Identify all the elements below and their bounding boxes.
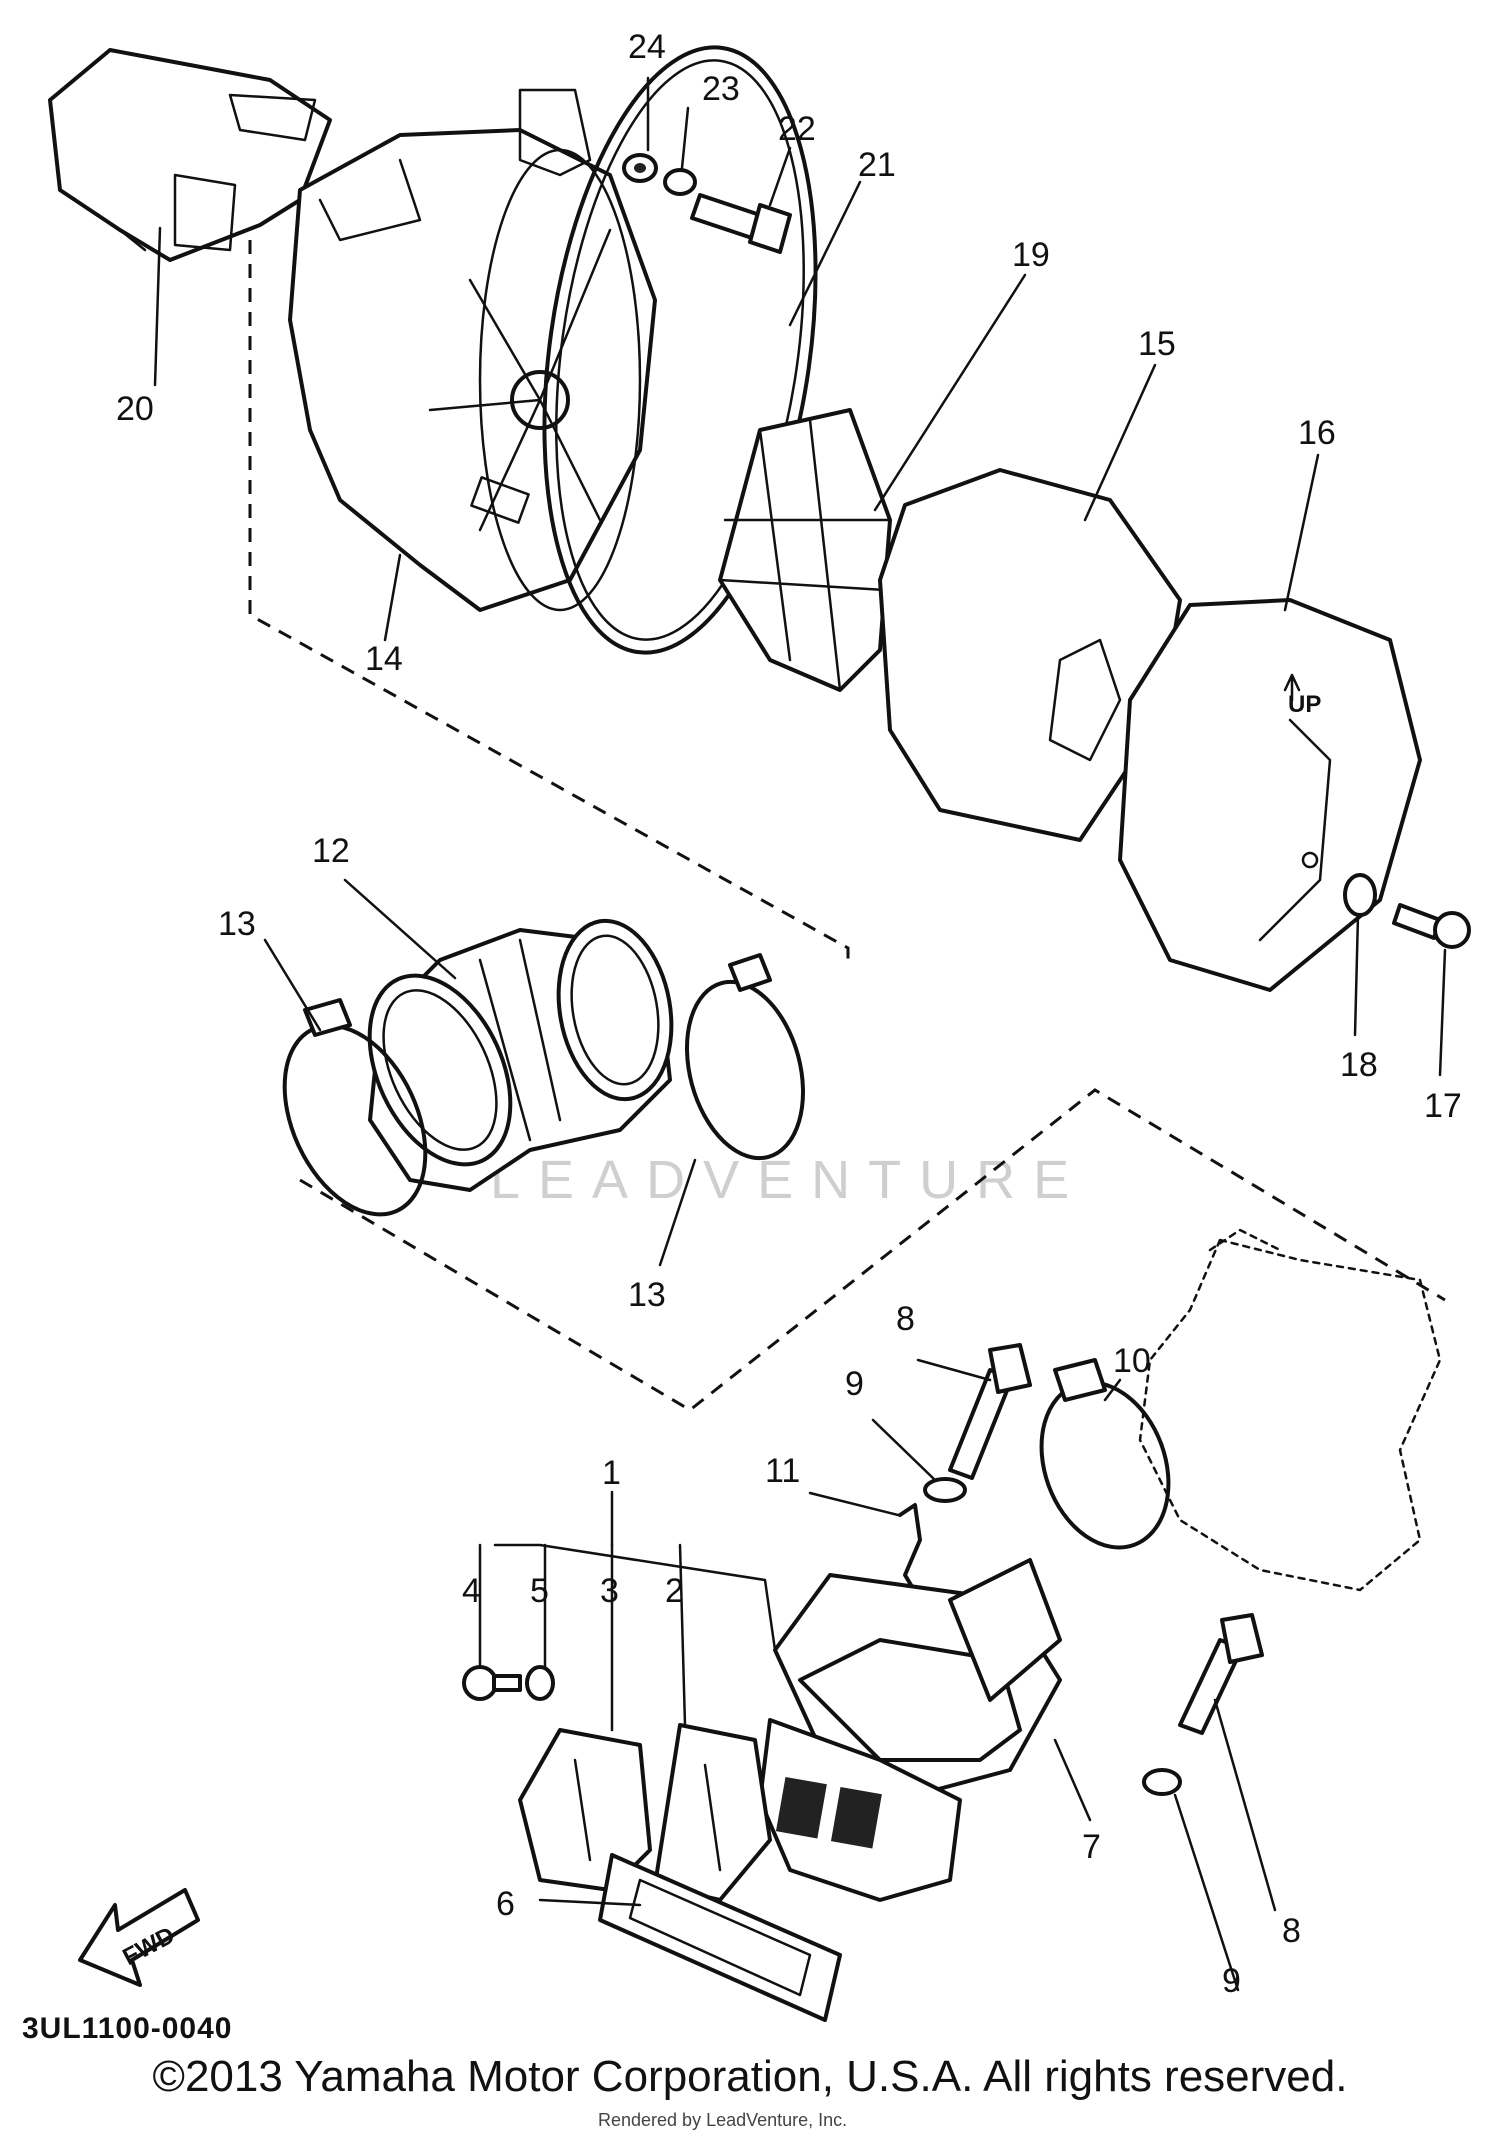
part-4-screw [462, 1665, 522, 1701]
part-2-reed-stopper [653, 1723, 772, 1902]
watermark-text: LEADVENTURE [490, 1150, 1087, 1210]
part-9-washer-upper [923, 1477, 967, 1503]
part-21-gasket-ring [542, 45, 818, 655]
callout-9-lower: 9 [1222, 1962, 1241, 2000]
callout-17: 17 [1424, 1087, 1462, 1125]
callout-6: 6 [496, 1885, 515, 1923]
part-16-air-box-cover: UP [1118, 598, 1422, 992]
guide-frame-middle [299, 1088, 1446, 1412]
callout-19: 19 [1012, 236, 1050, 274]
callout-labels: 24 23 22 21 19 15 16 20 14 12 13 13 18 1… [116, 28, 1462, 2000]
leader-lines [153, 76, 1447, 1992]
part-24-washer [622, 153, 658, 183]
callout-8-upper: 8 [896, 1300, 915, 1338]
callout-2: 2 [665, 1572, 684, 1610]
callout-12: 12 [312, 832, 350, 870]
part-18-washer [1343, 873, 1377, 917]
part-20-intake-duct [48, 48, 332, 262]
engine-outline [1138, 1238, 1442, 1592]
callout-11: 11 [765, 1452, 800, 1490]
callout-1: 1 [602, 1454, 621, 1492]
callout-23: 23 [702, 70, 740, 108]
copyright-notice: ©2013 Yamaha Motor Corporation, U.S.A. A… [152, 2052, 1348, 2101]
part-7-reed-valve-assembly [758, 1558, 1062, 1902]
callout-13-right: 13 [628, 1276, 666, 1314]
callout-16: 16 [1298, 414, 1336, 452]
callout-8-lower: 8 [1282, 1912, 1301, 1950]
guide-frame-upper [248, 240, 850, 965]
part-8-bolt-lower [1178, 1613, 1264, 1735]
part-21-gasket-inner [555, 59, 805, 641]
part-19-element-cage [718, 408, 892, 692]
callout-4: 4 [462, 1572, 481, 1610]
part-9-washer-lower [1142, 1768, 1182, 1796]
part-17-screw [1392, 903, 1471, 949]
fwd-direction-arrow: FWD [78, 1888, 200, 1987]
engine-outline-top [1208, 1228, 1282, 1252]
callout-3: 3 [600, 1572, 619, 1610]
part-14-air-box [288, 88, 657, 612]
callout-9-upper: 9 [845, 1365, 864, 1403]
callout-20: 20 [116, 390, 154, 428]
part-15-air-filter-element [878, 468, 1182, 842]
callout-5: 5 [530, 1572, 549, 1610]
cover-up-marking: UP [1288, 691, 1321, 718]
part-10-clamp [1039, 1358, 1171, 1550]
part-11-clip [898, 1503, 922, 1602]
diagram-code: 3UL1100-0040 [22, 2012, 233, 2045]
rendered-by-text: Rendered by LeadVenture, Inc. [598, 2110, 847, 2130]
part-5-washer [525, 1665, 555, 1701]
part-12-intake-joint [367, 918, 674, 1192]
part-23-washer [663, 168, 697, 196]
callout-15: 15 [1138, 325, 1176, 363]
callout-22: 22 [778, 110, 816, 148]
callout-7: 7 [1082, 1828, 1101, 1866]
part-22-bolt [690, 193, 792, 254]
part-13-clamp-right [684, 953, 806, 1161]
callout-21: 21 [858, 146, 896, 184]
callout-10: 10 [1113, 1342, 1151, 1380]
callout-14: 14 [365, 640, 403, 678]
callout-24: 24 [628, 28, 666, 66]
part-8-bolt-upper [948, 1343, 1032, 1480]
callout-13-left: 13 [218, 905, 256, 943]
callout-18: 18 [1340, 1046, 1378, 1084]
